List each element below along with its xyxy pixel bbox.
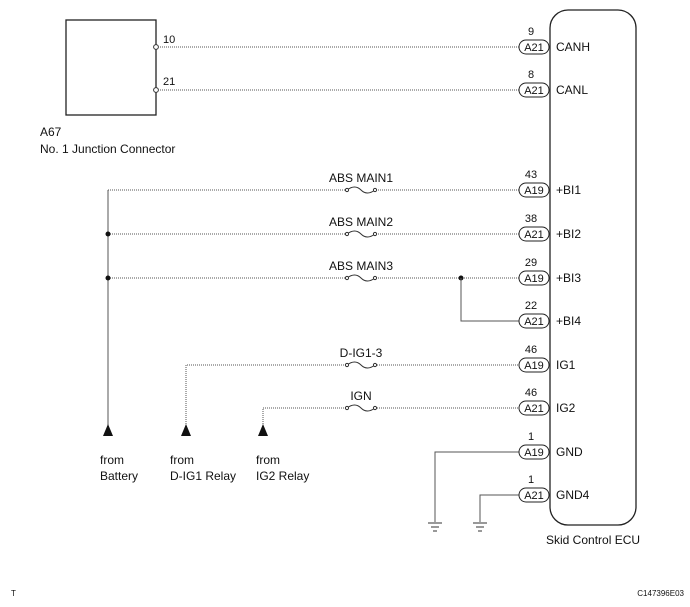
- junction-connector-box: [65, 19, 157, 116]
- connector-tag: [518, 487, 550, 503]
- connector-code: A19: [524, 185, 544, 197]
- connector-tag: [518, 400, 550, 416]
- connector-code: A19: [524, 273, 544, 285]
- source-d-ig1-line1: from: [170, 453, 194, 467]
- terminal-signal: IG1: [556, 358, 576, 372]
- source-ig2-line2: IG2 Relay: [256, 469, 309, 483]
- terminal-pin-number: 46: [525, 387, 537, 399]
- figure-code: C147396E03: [637, 589, 684, 598]
- connector-code: A21: [524, 490, 544, 502]
- terminal-pin-number: 43: [525, 169, 537, 181]
- connector-code: A19: [524, 360, 544, 372]
- connector-tag: [518, 270, 550, 286]
- fuse-d-ig1-3-icon: [344, 360, 378, 370]
- fuse-label: ABS MAIN3: [329, 259, 393, 273]
- terminal-bi4: 22 A21 +BI4: [518, 300, 581, 329]
- connector-tag: [518, 444, 550, 460]
- terminal-pin-number: 1: [528, 431, 534, 443]
- terminal-signal: +BI1: [556, 183, 581, 197]
- terminal-signal: +BI4: [556, 314, 581, 328]
- ground-symbol-icon: [428, 522, 442, 532]
- connector-tag: [518, 357, 550, 373]
- connector-code: A21: [524, 42, 544, 54]
- ground-symbol-icon: [473, 522, 487, 532]
- connector-tag: [518, 182, 550, 198]
- connector-code: A21: [524, 85, 544, 97]
- terminal-pin-number: 1: [528, 474, 534, 486]
- connector-tag: [518, 226, 550, 242]
- connector-code: A21: [524, 316, 544, 328]
- terminal-signal: CANH: [556, 40, 590, 54]
- gnd-wire: [434, 451, 519, 522]
- corner-mark: T: [11, 589, 16, 598]
- source-battery-line2: Battery: [100, 469, 138, 483]
- terminal-pin-number: 9: [528, 26, 534, 38]
- connector-code: A19: [524, 447, 544, 459]
- junction-connector-name: No. 1 Junction Connector: [40, 142, 175, 156]
- fuse-label: ABS MAIN2: [329, 215, 393, 229]
- fuse-abs-main1-icon: [344, 185, 378, 195]
- terminal-pin-number: 29: [525, 257, 537, 269]
- junction-pin-21: 21: [163, 76, 175, 88]
- arrow-up-icon: [181, 424, 191, 436]
- connector-tag: [518, 313, 550, 329]
- junction-pin-10-terminal: [153, 44, 159, 50]
- terminal-pin-number: 22: [525, 300, 537, 312]
- source-ig2-line1: from: [256, 453, 280, 467]
- terminal-bi1: 43 A19 +BI1: [518, 169, 581, 198]
- gnd4-wire: [479, 494, 519, 522]
- terminal-signal: GND4: [556, 488, 590, 502]
- splice-dot: [105, 231, 111, 237]
- connector-tag: [518, 82, 550, 98]
- fuse-abs-main3-icon: [344, 273, 378, 283]
- terminal-signal: IG2: [556, 401, 576, 415]
- terminal-pin-number: 38: [525, 213, 537, 225]
- junction-connector-id: A67: [40, 125, 62, 139]
- ecu-name: Skid Control ECU: [546, 533, 640, 547]
- connector-tag: [518, 39, 550, 55]
- ig1-wire: [185, 364, 519, 430]
- arrow-up-icon: [258, 424, 268, 436]
- splice-dot: [105, 275, 111, 281]
- terminal-signal: +BI3: [556, 271, 581, 285]
- terminal-ig1: 46 A19 IG1: [518, 344, 576, 373]
- junction-pin-10: 10: [163, 34, 175, 46]
- ecu-box: [549, 9, 637, 526]
- source-d-ig1-line2: D-IG1 Relay: [170, 469, 236, 483]
- fuse-ign-icon: [344, 403, 378, 413]
- terminal-bi2: 38 A21 +BI2: [518, 213, 581, 242]
- source-battery-line1: from: [100, 453, 124, 467]
- fuse-label: IGN: [350, 389, 371, 403]
- terminal-pin-number: 8: [528, 69, 534, 81]
- connector-code: A21: [524, 229, 544, 241]
- junction-pin-21-terminal: [153, 87, 159, 93]
- terminal-canh: 9 A21 CANH: [518, 26, 590, 55]
- arrow-up-icon: [103, 424, 113, 436]
- terminal-signal: GND: [556, 445, 583, 459]
- terminal-bi3: 29 A19 +BI3: [518, 257, 581, 286]
- terminal-gnd4: 1 A21 GND4: [518, 474, 590, 503]
- terminal-ig2: 46 A21 IG2: [518, 387, 576, 416]
- terminal-canl: 8 A21 CANL: [518, 69, 588, 98]
- bi4-wire: [460, 278, 519, 322]
- ig2-wire: [262, 407, 519, 430]
- terminal-pin-number: 46: [525, 344, 537, 356]
- terminal-gnd: 1 A19 GND: [518, 431, 583, 460]
- terminal-signal: +BI2: [556, 227, 581, 241]
- terminal-signal: CANL: [556, 83, 588, 97]
- connector-code: A21: [524, 403, 544, 415]
- fuse-abs-main2-icon: [344, 229, 378, 239]
- fuse-label: D-IG1-3: [340, 346, 383, 360]
- fuse-label: ABS MAIN1: [329, 171, 393, 185]
